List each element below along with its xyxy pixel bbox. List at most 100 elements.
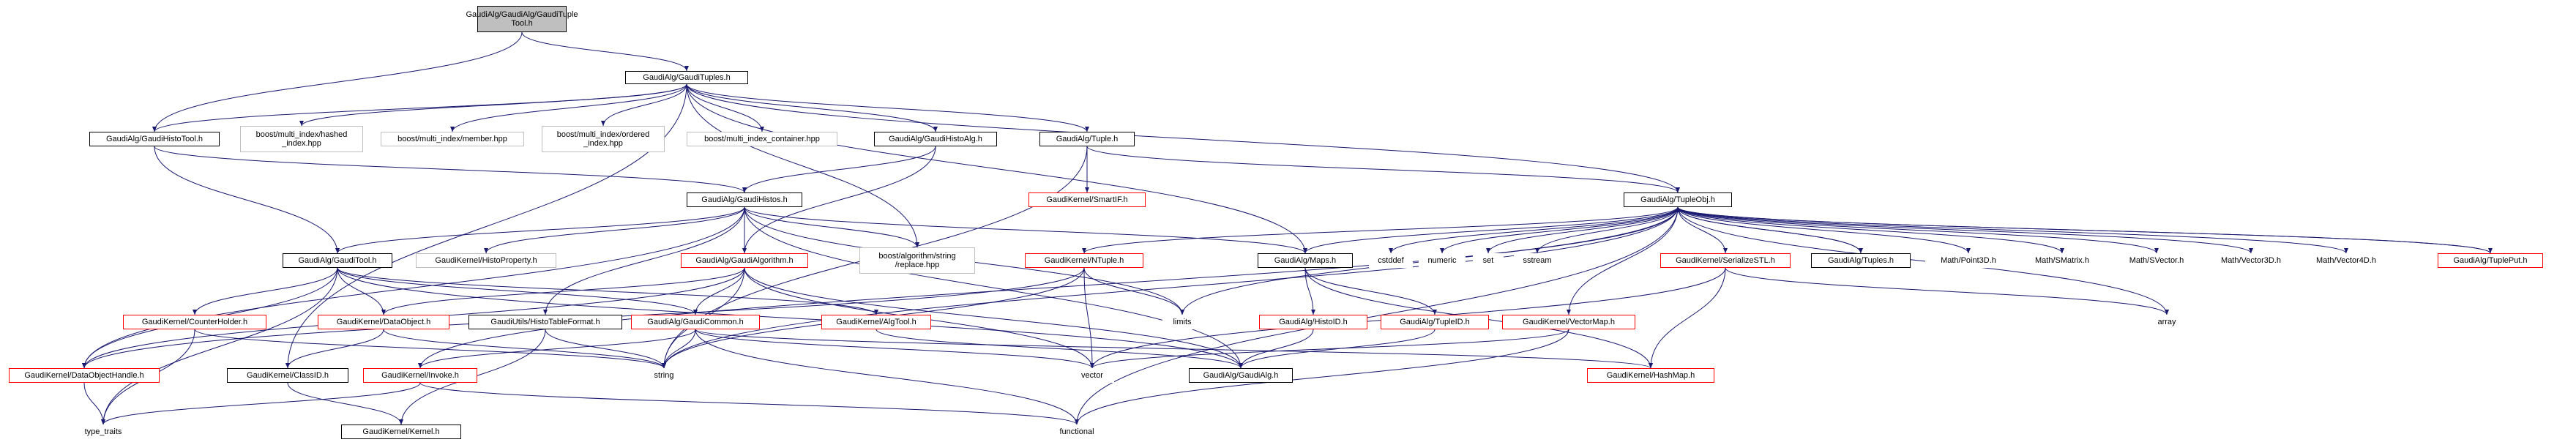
edge-gaudihistos-to-dataobjecthandle <box>82 206 745 369</box>
edge-tupleobj-to-serializestl <box>1677 206 1728 254</box>
edge-tupleobj-to-set <box>1486 206 1679 254</box>
edge-gaudihistoalg-to-gaudihistos <box>742 146 936 193</box>
edge-serializestl-to-hashmap <box>1649 267 1726 369</box>
node-kernel[interactable]: GaudiKernel/Kernel.h <box>341 425 461 439</box>
node-numeric[interactable]: numeric <box>1419 253 1466 268</box>
node-member[interactable]: boost/multi_index/member.hpp <box>381 132 524 146</box>
node-gaudihistos[interactable]: GaudiAlg/GaudiHistos.h <box>687 192 802 207</box>
node-vectormap[interactable]: GaudiKernel/VectorMap.h <box>1502 315 1635 329</box>
node-tuple[interactable]: GaudiAlg/Tuple.h <box>1039 132 1135 146</box>
edge-classid-to-kernel <box>287 382 403 425</box>
node-histoid[interactable]: GaudiAlg/HistoID.h <box>1259 315 1367 329</box>
edge-vectormap-to-vector <box>1090 329 1569 369</box>
node-gaudihistoalg[interactable]: GaudiAlg/GaudiHistoAlg.h <box>874 132 997 146</box>
node-tupleobj[interactable]: GaudiAlg/TupleObj.h <box>1624 192 1732 207</box>
edge-gaudihistotool-to-gauditool <box>154 146 340 254</box>
node-point3d[interactable]: Math/Point3D.h <box>1925 253 2012 268</box>
edge-dataobject-to-classid <box>285 329 384 369</box>
edge-gaudihistos-to-maps <box>744 206 1307 254</box>
edge-gaudihistotool-to-gaudihistos <box>154 146 747 193</box>
edge-gaudicommon-to-string <box>662 329 696 369</box>
edge-tupleobj-to-sstream <box>1535 206 1679 254</box>
edge-counterholder-to-string <box>194 329 666 369</box>
node-vector3d[interactable]: Math/Vector3D.h <box>2208 253 2294 268</box>
edge-tupleobj-to-array <box>1677 206 2169 315</box>
edge-gauditool-to-algtool <box>337 267 878 315</box>
node-algtool[interactable]: GaudiKernel/AlgTool.h <box>821 315 931 329</box>
node-hashmap[interactable]: GaudiKernel/HashMap.h <box>1587 368 1714 383</box>
node-gaudialgorithm[interactable]: GaudiAlg/GaudiAlgorithm.h <box>681 253 808 268</box>
node-tupleid[interactable]: GaudiAlg/TupleID.h <box>1381 315 1489 329</box>
node-gaudicommon[interactable]: GaudiAlg/GaudiCommon.h <box>631 315 760 329</box>
node-svector[interactable]: Math/SVector.h <box>2114 253 2199 268</box>
node-smartif[interactable]: GaudiKernel/SmartIF.h <box>1028 192 1146 207</box>
edge-gauditupleshp-to-gaudihistoalg <box>686 83 938 132</box>
edge-tupleobj-to-functional <box>1075 206 1679 425</box>
edge-root-to-gaudihistotool <box>152 31 523 132</box>
edge-algtool-to-gaudialgh <box>876 329 1243 369</box>
node-root-gauditupletool[interactable]: GaudiAlg/GaudiAlg/GaudiTuple Tool.h <box>466 6 578 32</box>
edge-maps-to-tupleid <box>1304 267 1437 315</box>
node-maps[interactable]: GaudiAlg/Maps.h <box>1258 253 1353 268</box>
edge-gaudicommon-to-functional <box>695 329 1079 425</box>
edge-gauditupleshp-to-gaudihistotool <box>152 83 687 132</box>
edge-gaudihistos-to-gaudialgh <box>744 206 1243 369</box>
node-histoproperty[interactable]: GaudiKernel/HistoProperty.h <box>416 253 556 268</box>
edge-tupleobj-to-vectormap <box>1567 206 1679 315</box>
edge-serializestl-to-array <box>1725 267 2169 315</box>
edge-tupleobj-to-numeric <box>1440 206 1679 254</box>
edge-tuples-to-tupleobj <box>1676 206 1862 254</box>
edge-tupleobj-to-point3d <box>1677 206 1971 254</box>
node-invoke[interactable]: GaudiKernel/Invoke.h <box>363 368 477 383</box>
edge-gaudicommon-to-vector <box>695 329 1094 369</box>
node-hashed-index[interactable]: boost/multi_index/hashed _index.hpp <box>240 126 363 152</box>
node-dataobject[interactable]: GaudiKernel/DataObject.h <box>318 315 449 329</box>
edge-gaudihistos-to-replace <box>744 206 919 248</box>
edge-gauditupleshp-to-tupleobj <box>686 83 1680 193</box>
node-tuples[interactable]: GaudiAlg/Tuples.h <box>1811 253 1911 268</box>
edge-invoke-to-functional <box>419 382 1079 425</box>
node-ntuple[interactable]: GaudiKernel/NTuple.h <box>1025 253 1143 268</box>
node-functional[interactable]: functional <box>1048 425 1105 439</box>
node-serializestl[interactable]: GaudiKernel/SerializeSTL.h <box>1660 253 1791 268</box>
node-replace[interactable]: boost/algorithm/string /replace.hpp <box>859 247 975 274</box>
node-dataobjecthandle[interactable]: GaudiKernel/DataObjectHandle.h <box>9 368 160 383</box>
node-type-traits[interactable]: type_traits <box>70 425 136 439</box>
node-array[interactable]: array <box>2145 315 2189 329</box>
edge-gauditool-to-counterholder <box>193 267 338 315</box>
edge-tupleput-to-tupleobj <box>1676 206 2491 254</box>
edge-gaudihistos-to-gauditool <box>335 206 745 254</box>
edge-gauditupleshp-to-hashed_index <box>299 83 687 127</box>
edge-histotableformat-to-string <box>545 329 666 369</box>
node-gaudihistotool[interactable]: GaudiAlg/GaudiHistoTool.h <box>89 132 220 146</box>
edge-gaudicommon-to-invoke <box>418 329 696 369</box>
node-limits[interactable]: limits <box>1162 315 1202 329</box>
node-string[interactable]: string <box>643 368 685 383</box>
node-gauditupleshp[interactable]: GaudiAlg/GaudiTuples.h <box>625 71 748 84</box>
node-gauditool[interactable]: GaudiAlg/GaudiTool.h <box>283 253 392 268</box>
edge-dataobjecthandle-to-type_traits <box>83 382 105 425</box>
edge-dataobject-to-string <box>383 329 666 369</box>
edge-tupleobj-to-smatrix <box>1677 206 2064 254</box>
node-counterholder[interactable]: GaudiKernel/CounterHolder.h <box>123 315 266 329</box>
node-sstream[interactable]: sstream <box>1514 253 1561 268</box>
node-index-container[interactable]: boost/multi_index_container.hpp <box>687 132 837 146</box>
node-vector[interactable]: vector <box>1070 368 1114 383</box>
edge-gaudihistoalg-to-gaudialgorithm <box>742 146 936 254</box>
edge-gaudihistos-to-histoproperty <box>484 206 745 254</box>
edge-gauditupleshp-to-tuple <box>686 83 1089 132</box>
edge-gaudialgorithm-to-dataobject <box>381 267 745 315</box>
edge-gauditupleshp-to-member <box>450 83 687 132</box>
node-gaudialgh[interactable]: GaudiAlg/GaudiAlg.h <box>1189 368 1293 383</box>
edge-tupleobj-to-vector4d <box>1677 206 2348 254</box>
node-ordered-index[interactable]: boost/multi_index/ordered _index.hpp <box>542 126 665 152</box>
edge-gaudialgorithm-to-gaudicommon <box>693 267 745 315</box>
node-histotableformat[interactable]: GaudiUtils/HistoTableFormat.h <box>468 315 622 329</box>
node-set[interactable]: set <box>1473 253 1504 268</box>
edge-root-to-gauditupleshp <box>521 31 689 72</box>
node-classid[interactable]: GaudiKernel/ClassID.h <box>227 368 348 383</box>
node-cstddef[interactable]: cstddef <box>1369 253 1413 268</box>
node-tupleput[interactable]: GaudiAlg/TuplePut.h <box>2438 253 2543 268</box>
node-smatrix[interactable]: Math/SMatrix.h <box>2019 253 2105 268</box>
node-vector4d[interactable]: Math/Vector4D.h <box>2303 253 2389 268</box>
